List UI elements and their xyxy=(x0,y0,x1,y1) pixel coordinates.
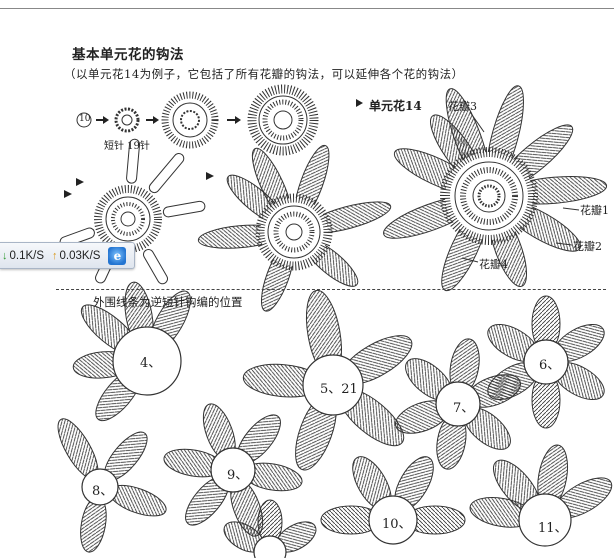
flower-4-art xyxy=(72,281,191,422)
flower-label-7: 7、 xyxy=(453,401,475,416)
step-flower-petals xyxy=(197,144,392,312)
download-speed: 0.1K/S xyxy=(9,249,45,262)
flower-label-9: 9、 xyxy=(227,468,249,483)
flower-10-art xyxy=(320,456,466,545)
petal4-leader xyxy=(461,257,479,263)
step-arrow-head xyxy=(103,116,109,124)
petal-4-label: 花瓣4 xyxy=(479,258,508,271)
petal1-leader xyxy=(562,207,580,211)
step-ring xyxy=(76,112,92,128)
step-arrow-head xyxy=(206,172,214,180)
step-arrow-head xyxy=(153,116,159,124)
unit-label: 单元花14 xyxy=(369,99,422,113)
flower-label-10: 10、 xyxy=(382,517,412,532)
stitch-note: 短针 19针 xyxy=(104,141,150,152)
browser-e-icon[interactable]: e xyxy=(108,246,127,265)
step-large-circle xyxy=(247,84,319,156)
flower-7-art xyxy=(395,338,521,470)
network-speed-widget[interactable]: ↓ 0.1K/S ↑ 0.03K/S e xyxy=(0,242,135,269)
petal-3-label: 花瓣3 xyxy=(448,100,477,113)
step-petal-start xyxy=(59,138,206,285)
upload-speed: 0.03K/S xyxy=(59,249,101,262)
petal-2-label: 花瓣2 xyxy=(573,240,602,253)
flower-label-4: 4、 xyxy=(140,356,162,371)
flower-label-8: 8、 xyxy=(92,484,114,499)
step-arrow-head xyxy=(76,178,84,186)
step-small-circle xyxy=(114,107,140,133)
petal2-leader xyxy=(555,242,573,246)
step-arrow-head xyxy=(235,116,241,124)
section-divider xyxy=(56,289,606,290)
flower-label-6: 6、 xyxy=(539,358,561,373)
petal-1-label: 花瓣1 xyxy=(580,204,609,217)
flower-11-art xyxy=(469,444,613,547)
page-title: 基本单元花的钩法 xyxy=(72,47,184,63)
unit-arrow xyxy=(356,99,363,107)
flower-partial-art xyxy=(223,499,317,558)
section-note: 外围线条为逆短针钩编的位置 xyxy=(93,295,243,309)
step-arrow-head xyxy=(64,190,72,198)
flower-9-art xyxy=(163,403,303,537)
ring-label: 10 xyxy=(79,114,91,124)
flower-label-11: 11、 xyxy=(538,521,568,536)
step-medium-circle xyxy=(161,91,219,149)
top-rule xyxy=(0,8,614,9)
flower-label-5-21: 5、21 xyxy=(320,382,358,397)
flower-8-art xyxy=(57,418,167,553)
flower-5-21-art xyxy=(242,289,413,471)
unit-flower-14 xyxy=(383,85,608,292)
upload-arrow-icon: ↑ xyxy=(52,249,58,262)
page-subtitle: （以单元花14为例子，它包括了所有花瓣的钩法，可以延伸各个花的钩法） xyxy=(64,67,464,81)
download-arrow-icon: ↓ xyxy=(2,249,8,262)
petal3-leader xyxy=(469,111,485,133)
